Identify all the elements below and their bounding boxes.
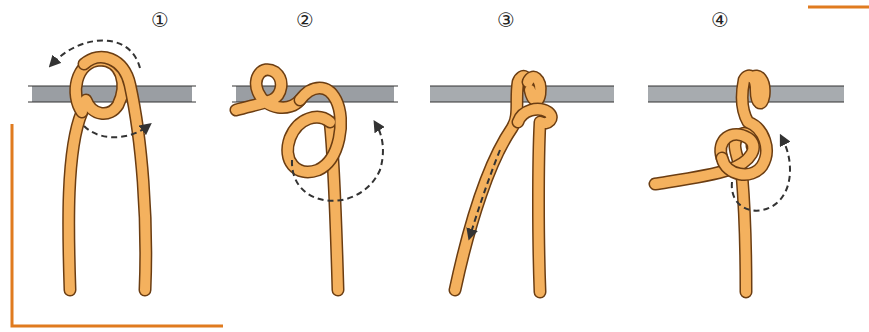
frame-mark xyxy=(12,7,869,326)
rope xyxy=(69,57,767,292)
step-number: ① xyxy=(151,10,169,30)
step-number: ② xyxy=(296,10,314,30)
motion-arrow xyxy=(52,41,790,237)
step-number: ③ xyxy=(497,10,515,30)
step-number: ④ xyxy=(711,10,729,30)
rod xyxy=(28,86,844,102)
